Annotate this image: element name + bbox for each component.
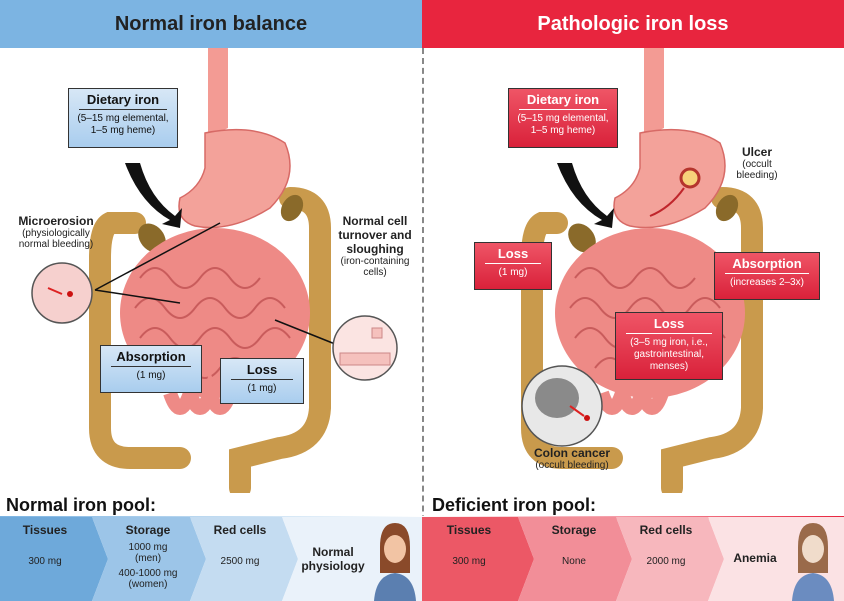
turnover-sub2: cells) [363,267,386,278]
turnover-label: Normal cell turnover and sloughing (iron… [330,214,420,278]
ulcer-label: Ulcer (occult bleeding) [722,145,792,181]
deficient-outcome: Anemia [722,517,788,601]
absorption-sub: (increases 2–3x) [715,277,819,293]
deficient-storage-value: None [526,556,622,567]
loss-big-sub3: menses) [616,361,722,377]
dietary-iron-box: Dietary iron (5–15 mg elemental, 1–5 mg … [68,88,178,148]
normal-tissues-label: Tissues [0,525,90,536]
loss-small-title: Loss [475,243,551,263]
pathologic-header: Pathologic iron loss [422,0,844,48]
dietary-iron-title: Dietary iron [69,89,177,109]
loss-big-box: Loss (3–5 mg iron, i.e., gastrointestina… [615,312,723,380]
normal-storage-v4: (women) [100,579,196,590]
absorption-box: Absorption (increases 2–3x) [714,252,820,300]
dietary-iron-sub2: 1–5 mg heme) [509,125,617,141]
absorption-title: Absorption [715,253,819,273]
anemic-person-avatar [788,517,838,601]
deficient-pool-title: Deficient iron pool: [432,495,596,516]
dietary-iron-rule [79,109,167,110]
esophagus [644,48,664,138]
absorption-rule [725,273,809,274]
normal-storage-v1: 1000 mg [100,542,196,553]
deficient-tissues-value: 300 mg [422,556,516,567]
normal-outcome-2: physiology [296,559,370,573]
colon-cancer-label: Colon cancer (occult bleeding) [522,446,622,471]
normal-tissues: Tissues 300 mg [0,517,90,601]
normal-red-cells-value: 2500 mg [196,556,284,567]
pathologic-iron-panel: Pathologic iron loss Dietary iron (5–15 … [422,0,844,601]
colon-cancer-sub: (occult bleeding) [535,460,608,471]
ulcer-sub2: bleeding) [736,170,777,181]
esophagus [208,48,228,138]
deficient-red-cells: Red cells 2000 mg [622,517,710,601]
ulcer-title: Ulcer [722,145,792,159]
microerosion-sub2: normal bleeding) [19,239,94,250]
deficient-tissues-label: Tissues [422,525,516,536]
turnover-sub1: (iron-containing [341,256,410,267]
microerosion-sub1: (physiologically [22,228,90,239]
dietary-iron-sub2: 1–5 mg heme) [69,125,177,141]
normal-tissues-value: 300 mg [0,556,90,567]
normal-red-cells-label: Red cells [196,525,284,536]
loss-small-rule [485,263,541,264]
dietary-iron-title: Dietary iron [509,89,617,109]
microerosion-label: Microerosion (physiologically normal ble… [6,214,106,250]
dietary-iron-box: Dietary iron (5–15 mg elemental, 1–5 mg … [508,88,618,148]
ulcer-marker [681,169,699,187]
normal-storage-label: Storage [100,525,196,536]
normal-red-cells: Red cells 2500 mg [196,517,284,601]
microerosion-title: Microerosion [6,214,106,228]
normal-storage: Storage 1000 mg (men) 400-1000 mg (women… [100,517,196,601]
loss-small-box: Loss (1 mg) [474,242,552,290]
normal-person-avatar [370,517,420,601]
loss-big-title: Loss [616,313,722,333]
absorption-box: Absorption (1 mg) [100,345,202,393]
deficient-outcome-label: Anemia [722,553,788,564]
deficient-tissues: Tissues 300 mg [422,517,516,601]
normal-storage-v3: 400-1000 mg [100,568,196,579]
normal-outcome: Normal physiology [296,517,370,601]
turnover-title1: Normal cell [330,214,420,228]
normal-storage-v2: (men) [100,553,196,564]
absorption-rule [111,366,191,367]
loss-sub: (1 mg) [221,383,303,399]
loss-box: Loss (1 mg) [220,358,304,404]
colon-cancer-title: Colon cancer [522,446,622,460]
deficient-red-cells-label: Red cells [622,525,710,536]
loss-rule [231,379,293,380]
stomach [179,130,290,228]
normal-pool-title: Normal iron pool: [6,495,156,516]
deficient-pool-bar: Tissues 300 mg Storage None Red cells 20… [422,517,844,601]
absorption-title: Absorption [101,346,201,366]
deficient-storage-label: Storage [526,525,622,536]
absorption-sub: (1 mg) [101,370,201,386]
stomach [614,130,725,228]
normal-pool-bar: Tissues 300 mg Storage 1000 mg (men) 400… [0,517,422,601]
dietary-iron-rule [519,109,607,110]
normal-iron-panel: Normal iron balance Dietary iron (5–15 m… [0,0,422,601]
loss-title: Loss [221,359,303,379]
deficient-storage: Storage None [526,517,622,601]
loss-small-sub: (1 mg) [475,267,551,283]
normal-outcome-1: Normal [296,545,370,559]
deficient-red-cells-value: 2000 mg [622,556,710,567]
turnover-title2: turnover and [330,228,420,242]
normal-header: Normal iron balance [0,0,422,48]
turnover-inset [333,316,397,380]
turnover-title3: sloughing [330,242,420,256]
ulcer-sub1: (occult [742,159,771,170]
loss-big-rule [626,333,712,334]
